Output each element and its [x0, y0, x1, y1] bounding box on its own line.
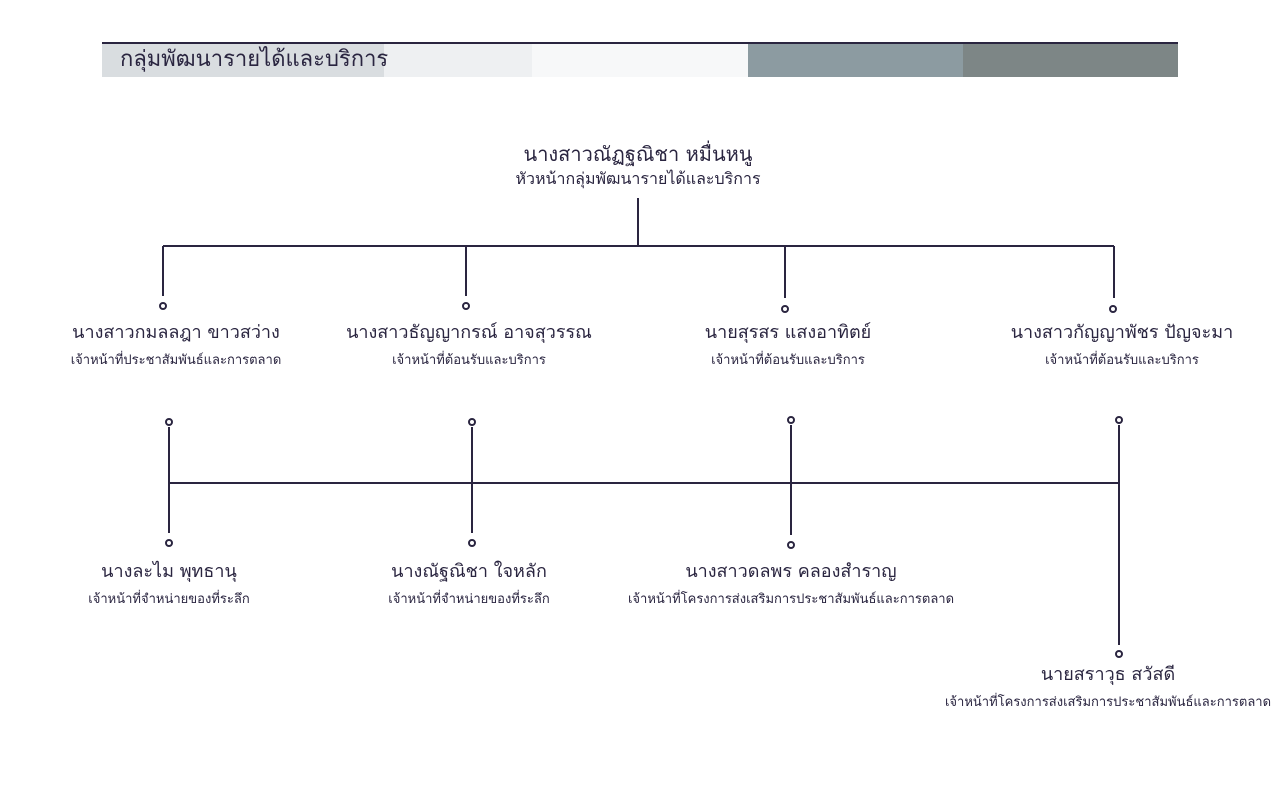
person-role: เจ้าหน้าที่ต้อนรับและบริการ — [711, 353, 865, 368]
header-segment — [384, 44, 532, 77]
org-node-level2: นางละไม พุทธานุ เจ้าหน้าที่จำหน่ายของที่… — [59, 561, 279, 609]
person-role: เจ้าหน้าที่โครงการส่งเสริมการประชาสัมพัน… — [627, 592, 955, 607]
connector-node — [787, 541, 795, 549]
connector-nodes — [159, 302, 1123, 658]
org-node-level1: นางสาวกัญญาพัชร ปัญจะมา เจ้าหน้าที่ต้อนร… — [982, 322, 1262, 370]
header-segment — [963, 44, 1178, 77]
person-role: เจ้าหน้าที่ต้อนรับและบริการ — [1045, 353, 1199, 368]
person-name: นางสาวณัฏฐณิชา หมื่นหนู — [523, 142, 753, 166]
header-bar — [102, 42, 1178, 77]
person-role: เจ้าหน้าที่ประชาสัมพันธ์และการตลาด — [70, 353, 282, 368]
connector-node — [165, 539, 173, 547]
org-node-level2: นายสราวุธ สวัสดี เจ้าหน้าที่โครงการส่งเส… — [938, 664, 1278, 712]
person-name: นางสาวธัญญากรณ์ อาจสุวรรณ — [346, 322, 592, 343]
person-role: หัวหน้ากลุ่มพัฒนารายได้และบริการ — [515, 169, 761, 188]
connector-node — [1115, 650, 1123, 658]
org-node-level1: นายสุรสร แสงอาทิตย์ เจ้าหน้าที่ต้อนรับแล… — [648, 322, 928, 370]
person-name: นางละไม พุทธานุ — [101, 561, 237, 582]
connector-node — [159, 302, 167, 310]
header-segment — [532, 44, 748, 77]
connector-node — [781, 305, 789, 313]
connector-node — [468, 418, 476, 426]
person-name: นางสาวกมลลฎา ขาวสว่าง — [72, 322, 280, 343]
connector-node — [468, 539, 476, 547]
connector-node — [165, 418, 173, 426]
connector-node — [1115, 416, 1123, 424]
person-role: เจ้าหน้าที่ต้อนรับและบริการ — [392, 353, 546, 368]
person-name: นางสาวกัญญาพัชร ปัญจะมา — [1010, 322, 1234, 343]
connector-node — [1109, 305, 1117, 313]
org-node-level2: นางสาวดลพร คลองสำราญ เจ้าหน้าที่โครงการส… — [601, 561, 981, 609]
connector-lines — [162, 198, 1120, 645]
connector-node — [462, 302, 470, 310]
person-role: เจ้าหน้าที่โครงการส่งเสริมการประชาสัมพัน… — [944, 695, 1272, 710]
org-node-level2: นางณัฐณิชา ใจหลัก เจ้าหน้าที่จำหน่ายของท… — [359, 561, 579, 609]
person-name: นายสุรสร แสงอาทิตย์ — [704, 322, 872, 343]
person-role: เจ้าหน้าที่จำหน่ายของที่ระลึก — [88, 592, 250, 607]
org-node-level1: นางสาวกมลลฎา ขาวสว่าง เจ้าหน้าที่ประชาสั… — [36, 322, 316, 370]
person-role: เจ้าหน้าที่จำหน่ายของที่ระลึก — [388, 592, 550, 607]
person-name: นายสราวุธ สวัสดี — [1040, 664, 1176, 685]
org-node-level1: นางสาวธัญญากรณ์ อาจสุวรรณ เจ้าหน้าที่ต้อ… — [329, 322, 609, 370]
header-segment — [748, 44, 963, 77]
connector-node — [787, 416, 795, 424]
person-name: นางสาวดลพร คลองสำราญ — [685, 561, 897, 582]
person-name: นางณัฐณิชา ใจหลัก — [391, 561, 547, 582]
org-node-root: นางสาวณัฏฐณิชา หมื่นหนู หัวหน้ากลุ่มพัฒน… — [438, 141, 838, 189]
header-segment — [102, 44, 384, 77]
page-title: กลุ่มพัฒนารายได้และบริการ — [120, 47, 389, 72]
